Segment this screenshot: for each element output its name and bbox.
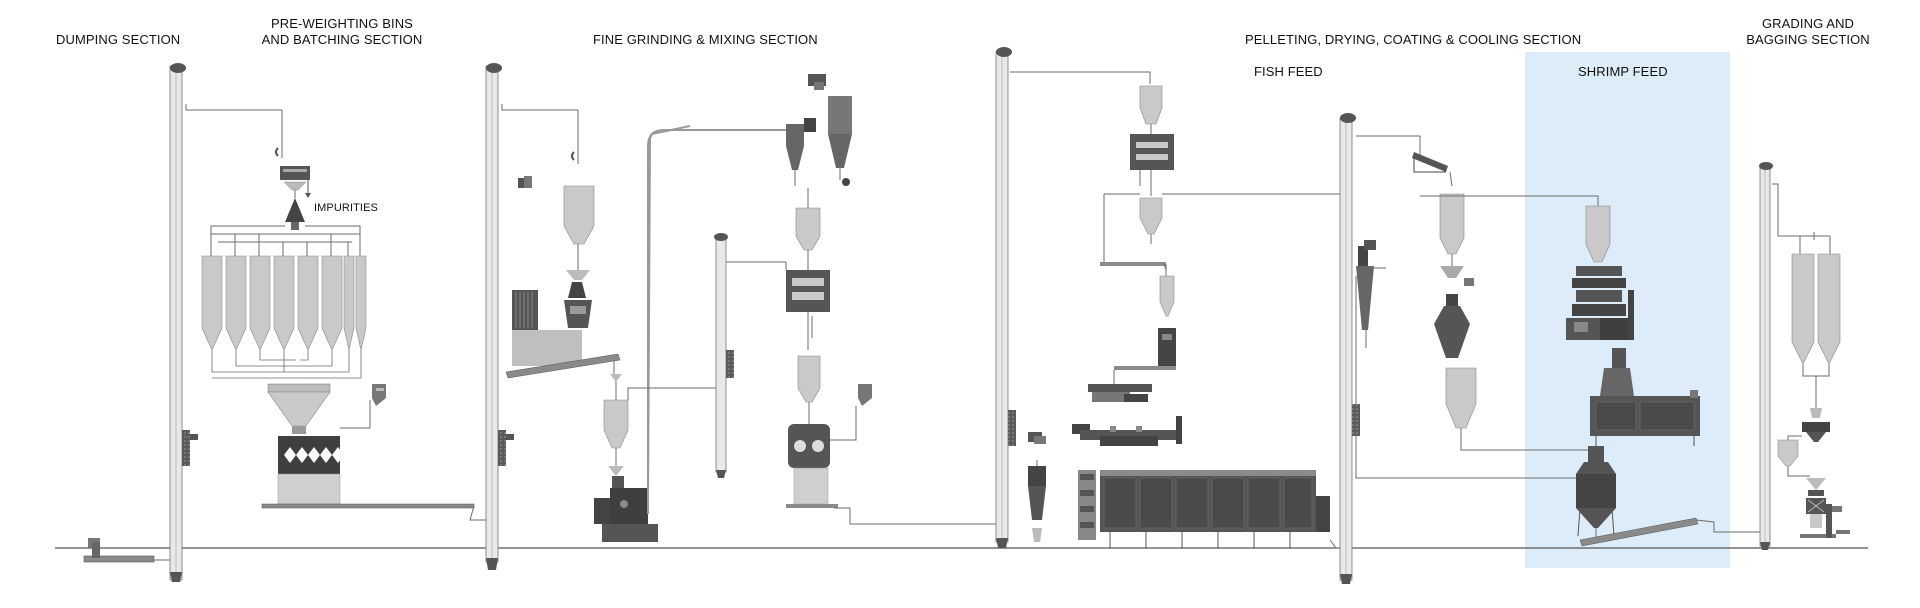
conditioner-bin xyxy=(1139,197,1163,244)
packing-scale xyxy=(1800,478,1836,538)
pipe-to-shrimp-line xyxy=(1420,195,1599,206)
mixer xyxy=(786,270,830,350)
pellet-sifter xyxy=(1130,134,1174,196)
weigher-hopper xyxy=(1777,439,1810,477)
section-label-grading-line2: BAGGING SECTION xyxy=(1746,32,1870,47)
section-label-pre-weighting-line1: PRE-WEIGHTING BINS xyxy=(271,16,413,31)
bucket-elevator-6 xyxy=(1759,162,1773,550)
finished-product-bins xyxy=(1791,253,1841,365)
bucket-elevator-1 xyxy=(169,63,198,582)
overhead-conveyor-fish xyxy=(1100,262,1167,271)
sub-label-fish-feed: FISH FEED xyxy=(1254,64,1323,79)
dust-filter-mixer xyxy=(830,384,872,441)
section-label-fine-grinding: FINE GRINDING & MIXING SECTION xyxy=(593,32,818,47)
sub-label-shrimp-feed: SHRIMP FEED xyxy=(1578,64,1668,79)
dust-filter-batching xyxy=(340,384,386,429)
pipe-to-conditioner-bin xyxy=(1010,71,1151,84)
feed-pipe-to-scalper xyxy=(185,104,283,158)
section-label-pelleting: PELLETING, DRYING, COATING & COOLING SEC… xyxy=(1245,32,1582,47)
distributor xyxy=(285,190,305,230)
fine-pulverizer xyxy=(786,424,996,525)
post-mixer-bin xyxy=(797,355,821,424)
shrimp-pre-bin xyxy=(1585,205,1611,263)
shrimp-pulverizer-sifter xyxy=(1566,266,1634,340)
conveyor-to-elevator-2 xyxy=(261,503,493,530)
pulverizer xyxy=(594,476,658,542)
scalper xyxy=(275,147,311,198)
hammer-mill xyxy=(564,282,592,328)
shrimp-pellet-mill xyxy=(1590,348,1700,446)
pulse-dust-collector xyxy=(808,74,852,186)
bin-discharge-lines xyxy=(211,350,362,379)
bin-manifold xyxy=(210,225,361,256)
coating-machine xyxy=(1434,278,1474,358)
cooler-bin-fish xyxy=(1445,367,1588,451)
grading-feed-lines xyxy=(1802,364,1830,408)
grading-distribution xyxy=(1772,183,1831,254)
cyclone-grinding xyxy=(786,118,816,186)
pipe-to-grinder-bin xyxy=(501,104,579,164)
coating-cyclone-group xyxy=(1356,240,1386,348)
pellet-pre-bin xyxy=(1139,85,1163,134)
section-label-grading: GRADING AND BAGGING SECTION xyxy=(1738,16,1878,48)
counterflow-cooler xyxy=(1576,446,1616,540)
grading-screen xyxy=(1802,408,1830,442)
air-transport-pipe xyxy=(647,129,790,514)
inclined-screw-coater-feed xyxy=(1412,152,1453,187)
bucket-elevator-5 xyxy=(1329,113,1360,584)
pulverizer-outlet-pipe xyxy=(647,125,691,514)
extruder-conditioner xyxy=(1088,384,1152,402)
screw-conveyor-inclined xyxy=(505,353,621,379)
pipe-to-coating xyxy=(1356,135,1421,160)
mixer-feed-bin xyxy=(795,188,821,270)
pre-weighting-bins xyxy=(201,255,367,351)
batching-scale-hopper xyxy=(267,383,331,434)
section-label-pre-weighting-line2: AND BATCHING SECTION xyxy=(261,32,423,47)
section-label-dumping: DUMPING SECTION xyxy=(56,32,181,47)
bucket-elevator-3 xyxy=(627,233,787,478)
transfer-pipe-grinding xyxy=(610,360,622,400)
extruder xyxy=(1072,416,1182,446)
liquid-tank xyxy=(512,290,582,366)
pipe-elevator5-to-cooler xyxy=(1355,276,1578,479)
pulverizer-bin xyxy=(603,399,629,476)
grinder-feed-bin xyxy=(563,151,595,280)
dryer xyxy=(1100,470,1330,548)
inclined-conveyor-shrimp xyxy=(1579,517,1760,547)
sewing-machine xyxy=(1826,504,1850,538)
grinding-dust-fan xyxy=(518,176,532,188)
coating-bin xyxy=(1439,193,1465,278)
dryer-feeder-column xyxy=(1078,470,1096,540)
bucket-elevator-2 xyxy=(485,63,514,570)
shrimp-feed-highlight-zone xyxy=(1525,52,1730,568)
dumping-pit-conveyor xyxy=(83,538,170,563)
bucket-elevator-4 xyxy=(995,47,1016,548)
extruder-cyclone xyxy=(1028,460,1046,542)
sub-label-impurities: IMPURITIES xyxy=(314,202,378,214)
batch-mixer xyxy=(277,436,344,507)
extruder-fan xyxy=(1028,432,1046,444)
screw-conveyor-fish xyxy=(1113,366,1176,384)
section-label-grading-line1: GRADING AND xyxy=(1761,16,1855,31)
section-label-pre-weighting: PRE-WEIGHTING BINS AND BATCHING SECTION xyxy=(252,16,432,48)
extruder-feed-bin xyxy=(1158,264,1176,366)
pipe-to-weigher xyxy=(1787,435,1802,440)
